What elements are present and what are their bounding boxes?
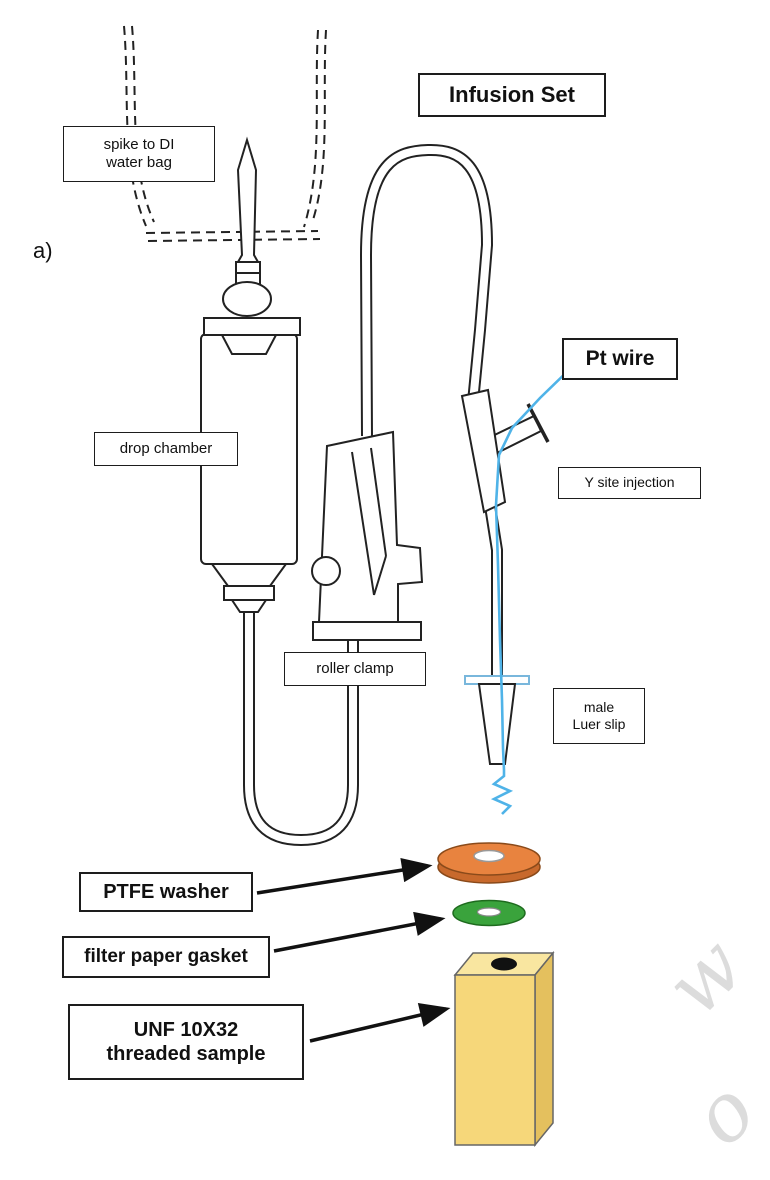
male-luer-slip-label: male Luer slip [553,688,645,744]
ptfe-washer-arrow [256,857,433,895]
ptfe-washer-label: PTFE washer [79,872,253,912]
tubing-upper-arch [359,143,494,437]
pt-wire-line [490,365,574,815]
filter-gasket-arrow [273,911,446,953]
spike-label-line1: spike to DI [103,135,175,153]
spike-to-di-water-bag-label: spike to DI water bag [63,126,215,182]
unf-label-line2: threaded sample [106,1043,266,1065]
threaded-sample-shape [453,950,555,1148]
infusion-set-label: Infusion Set [418,73,606,117]
unf-label-line1: UNF 10X32 [133,1018,239,1041]
drop-chamber-label: drop chamber [94,432,238,466]
watermark-char-2: o [674,1064,770,1164]
y-site-injection-label: Y site injection [558,467,701,499]
luer-label-line2: Luer slip [572,716,626,732]
watermark-text: w o [648,919,770,1163]
filter-paper-gasket-shape [452,899,526,927]
drop-chamber-shape [200,317,301,613]
roller-clamp-label: roller clamp [284,652,426,686]
luer-label-line1: male [583,698,615,715]
pt-wire-label: Pt wire [562,338,678,380]
spike-label-line2: water bag [106,154,172,171]
unf-threaded-sample-label: UNF 10X32 threaded sample [68,1004,304,1080]
ptfe-washer-shape [437,842,541,884]
spike-shape [222,136,272,317]
annotation-arrows [256,857,451,1043]
filter-paper-gasket-label: filter paper gasket [62,936,270,978]
sample-threaded-hole [491,957,517,971]
di-water-bag-dashed-outline [123,25,327,242]
watermark-char-1: w [648,919,762,1033]
roller-clamp-shape [311,430,424,641]
sample-arrow [309,1003,451,1043]
tubing-left-u-bend [243,608,359,847]
y-site-injection-shape [460,388,550,514]
panel-letter-a: a) [33,238,53,263]
male-luer-slip-shape [464,675,530,765]
